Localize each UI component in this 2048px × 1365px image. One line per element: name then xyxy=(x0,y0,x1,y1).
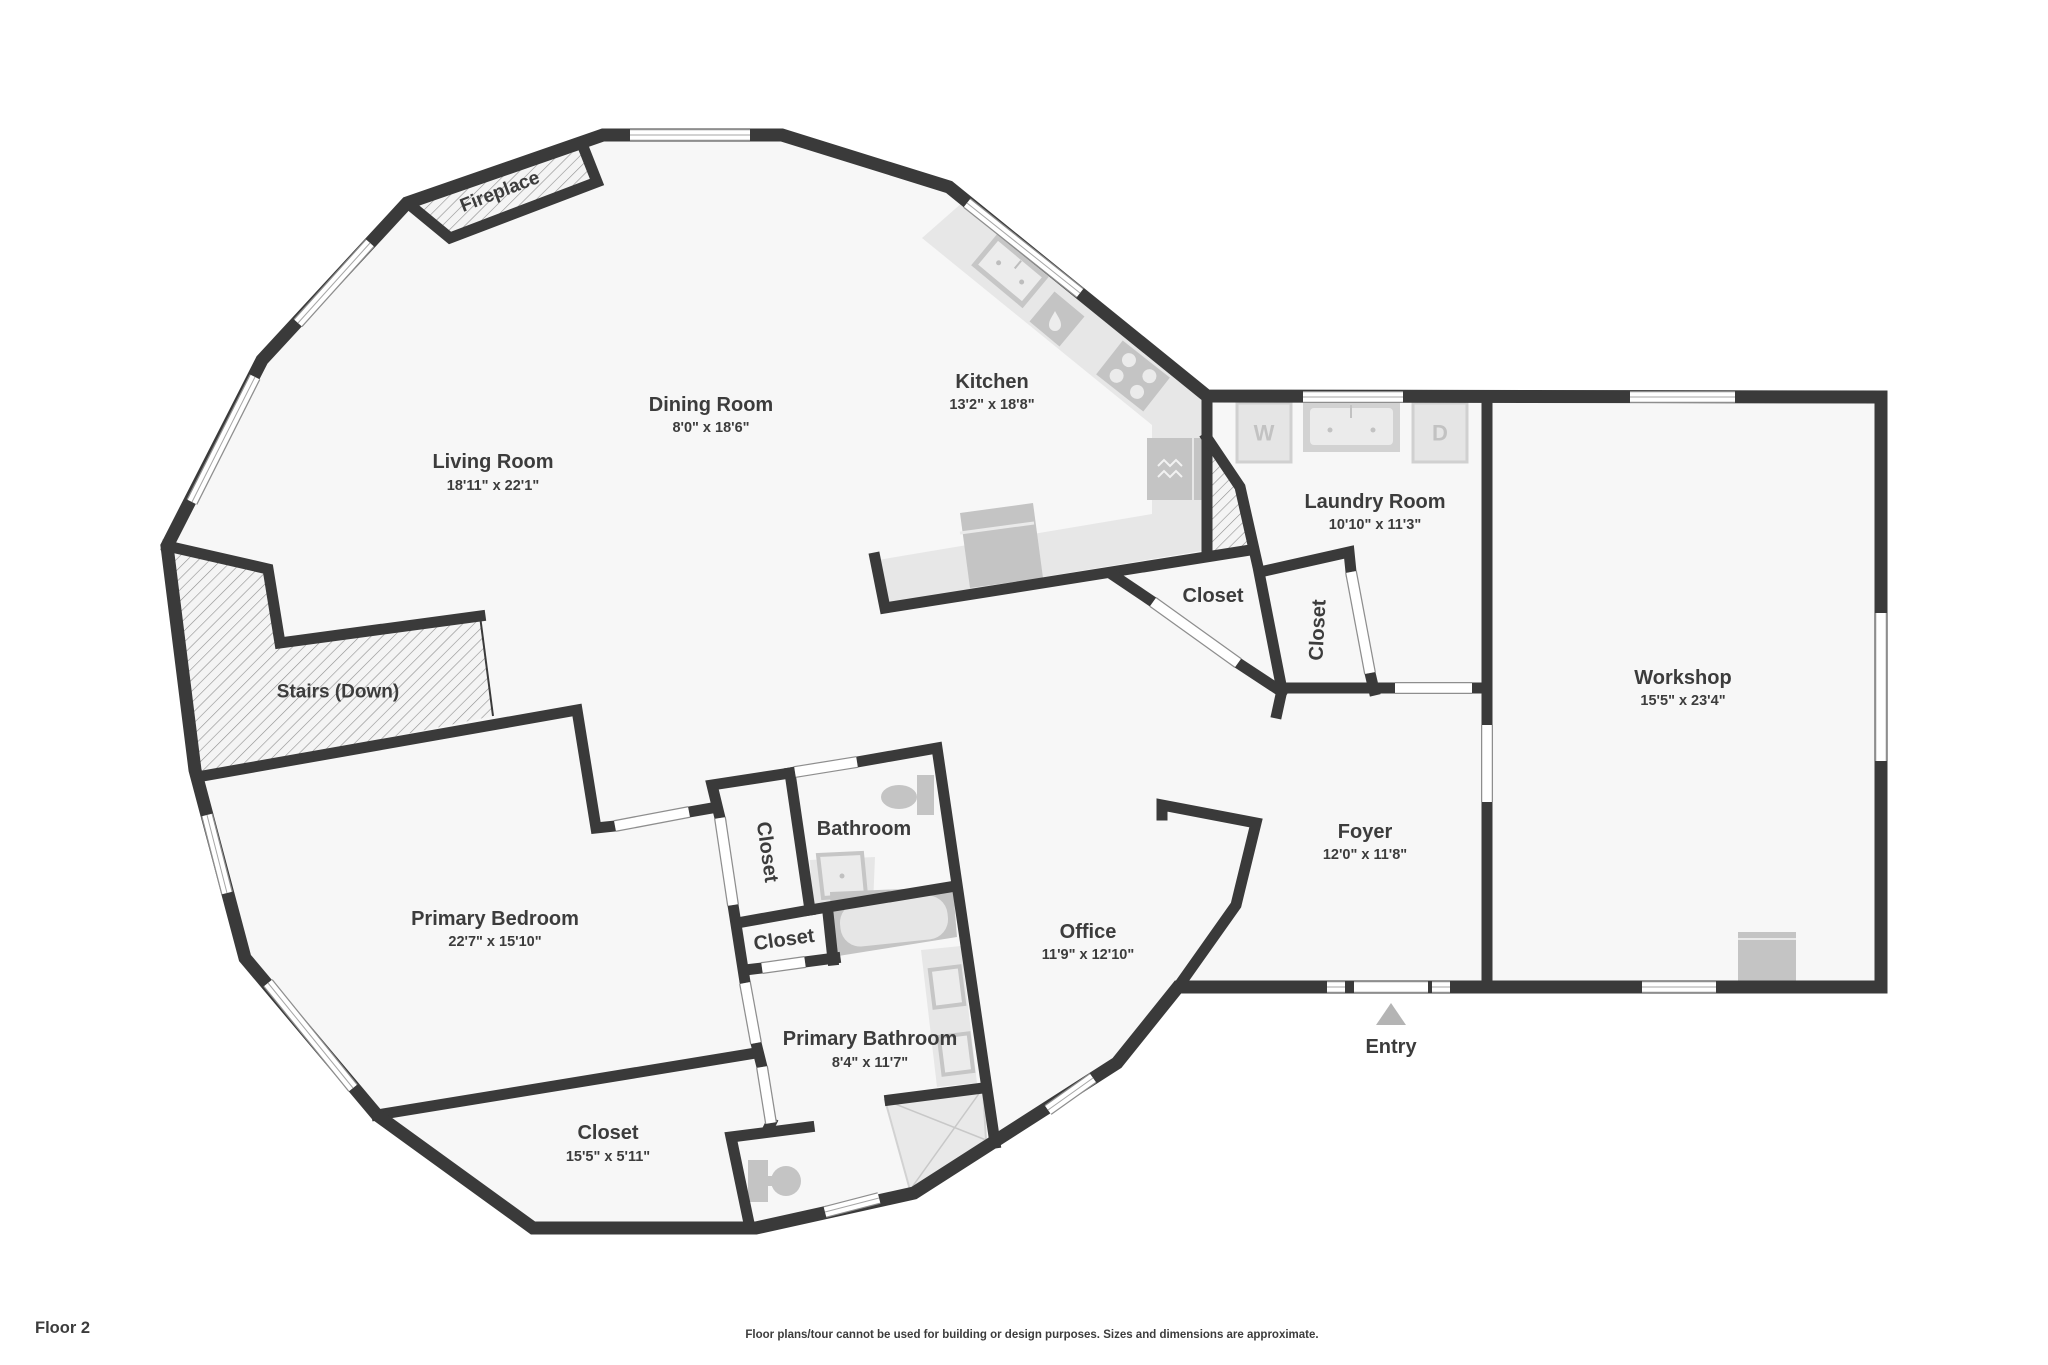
room-dimensions: 15'5" x 23'4" xyxy=(1640,693,1725,709)
dryer-icon: D xyxy=(1411,401,1469,464)
stove-icon xyxy=(1096,340,1170,412)
double-vanity-icon xyxy=(921,946,977,1087)
refrigerator-icon xyxy=(1147,438,1203,500)
laundry-fixtures: W D xyxy=(1235,401,1469,464)
toilet-icon xyxy=(881,775,934,815)
disclaimer-text: Floor plans/tour cannot be used for buil… xyxy=(745,1329,1319,1341)
room-name: Bathroom xyxy=(817,818,911,840)
stairs-down-area xyxy=(167,546,493,777)
door xyxy=(756,1066,777,1124)
room-name: Kitchen xyxy=(955,371,1028,393)
room-dimensions: 12'0" x 11'8" xyxy=(1323,847,1407,863)
kitchen-sink-icon xyxy=(971,233,1049,309)
room-workshop: Workshop 15'5" x 23'4" xyxy=(1634,667,1731,709)
door xyxy=(794,756,858,778)
room-name: Workshop xyxy=(1634,667,1731,689)
room-dining-room: Dining Room 8'0" x 18'6" xyxy=(649,394,773,436)
room-bathroom: Bathroom xyxy=(817,818,911,840)
room-dimensions: 8'0" x 18'6" xyxy=(672,420,749,436)
room-name: Closet xyxy=(1305,599,1330,662)
room-name: Primary Bedroom xyxy=(411,908,579,930)
room-dimensions: 13'2" x 18'8" xyxy=(949,397,1034,413)
dishwasher-icon xyxy=(1029,291,1085,347)
room-dimensions: 10'10" x 11'3" xyxy=(1329,517,1421,533)
bathroom-fixtures xyxy=(748,775,988,1202)
room-living-room: Living Room 18'11" x 22'1" xyxy=(432,451,553,494)
room-dimensions: 8'4" x 11'7" xyxy=(832,1055,908,1071)
kitchen-fixtures xyxy=(878,202,1207,603)
room-dimensions: 18'11" x 22'1" xyxy=(447,478,539,494)
room-laundry-room: Laundry Room 10'10" x 11'3" xyxy=(1304,491,1445,533)
room-name: Closet xyxy=(1182,585,1243,607)
window xyxy=(1044,1073,1097,1115)
room-name: Primary Bathroom xyxy=(783,1028,958,1050)
room-dimensions: 11'9" x 12'10" xyxy=(1042,947,1134,963)
entry-label: Entry xyxy=(1365,1036,1417,1058)
room-name: Laundry Room xyxy=(1304,491,1445,513)
stairs-label: Stairs (Down) xyxy=(277,682,399,703)
room-kitchen: Kitchen 13'2" x 18'8" xyxy=(949,371,1034,413)
room-name: Dining Room xyxy=(649,394,773,416)
window xyxy=(263,979,358,1092)
dryer-label: D xyxy=(1432,421,1448,446)
window xyxy=(963,198,1084,298)
window xyxy=(293,238,375,328)
workshop-appliance-icon xyxy=(1738,932,1796,982)
washer-label: W xyxy=(1254,421,1275,446)
window xyxy=(201,813,233,895)
toilet-icon xyxy=(748,1160,801,1202)
room-name: Office xyxy=(1060,921,1117,943)
window xyxy=(823,1192,881,1218)
room-primary-bedroom: Primary Bedroom 22'7" x 15'10" xyxy=(411,908,579,950)
washer-icon: W xyxy=(1235,401,1293,464)
room-name: Closet xyxy=(577,1122,638,1144)
room-closet-walk-in: Closet 15'5" x 5'11" xyxy=(566,1122,650,1165)
door xyxy=(739,981,762,1045)
room-dimensions: 15'5" x 5'11" xyxy=(566,1149,650,1165)
room-closet-laundry: Closet xyxy=(1305,599,1330,662)
interior-walls xyxy=(160,141,1493,1235)
door xyxy=(714,817,739,906)
utility-sink-icon xyxy=(1303,402,1400,452)
window xyxy=(186,374,261,505)
room-primary-bathroom: Primary Bathroom 8'4" x 11'7" xyxy=(783,1028,958,1071)
interior-doors xyxy=(613,570,1472,1124)
room-name: Foyer xyxy=(1338,821,1393,843)
room-office: Office 11'9" x 12'10" xyxy=(1042,921,1134,963)
door xyxy=(1149,597,1242,668)
fireplace-hearth xyxy=(410,149,597,238)
room-dimensions: 22'7" x 15'10" xyxy=(448,934,541,950)
floor-label: Floor 2 xyxy=(35,1319,91,1337)
door xyxy=(613,806,691,832)
entry-arrow-icon xyxy=(1376,1003,1406,1025)
room-name: Living Room xyxy=(432,451,553,473)
windows xyxy=(186,129,1887,1218)
range-icon xyxy=(959,503,1043,588)
room-foyer: Foyer 12'0" x 11'8" xyxy=(1323,821,1407,863)
door xyxy=(1345,570,1376,675)
room-closet-hall: Closet xyxy=(1182,585,1243,607)
door xyxy=(761,956,806,974)
